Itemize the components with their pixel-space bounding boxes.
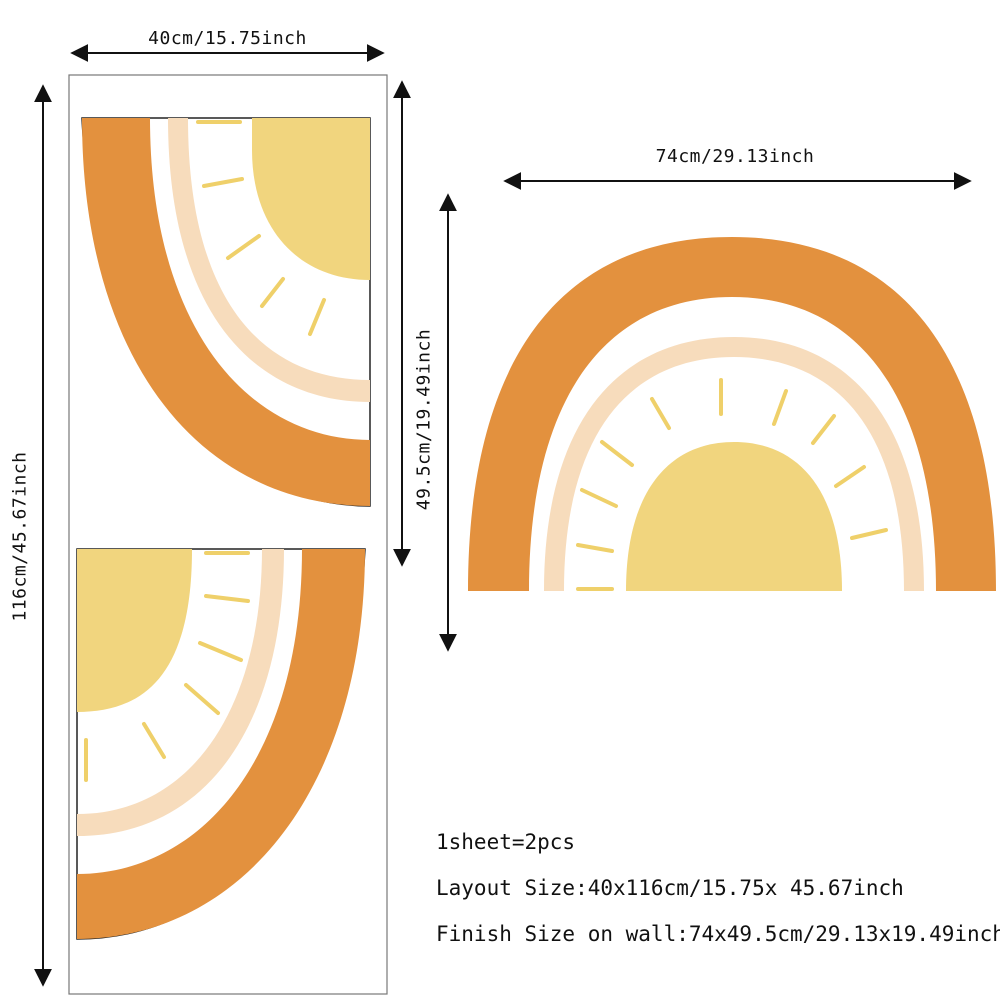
sheet-outline <box>68 74 388 995</box>
rainbow-finished <box>468 237 996 591</box>
piece-bottom <box>76 548 366 940</box>
finish-size-text: Finish Size on wall:74x49.5cm/29.13x19.4… <box>436 922 1000 946</box>
piece-height-label: 49.5cm/19.49inch <box>413 328 435 511</box>
layout-size-text: Layout Size:40x116cm/15.75x 45.67inch <box>436 876 904 900</box>
finish-width-label: 74cm/29.13inch <box>655 146 815 167</box>
sheet-count-text: 1sheet=2pcs <box>436 830 576 854</box>
layout-height-label: 116cm/45.67inch <box>9 451 31 622</box>
layout-width-label: 40cm/15.75inch <box>148 28 307 49</box>
piece-top <box>81 117 371 507</box>
